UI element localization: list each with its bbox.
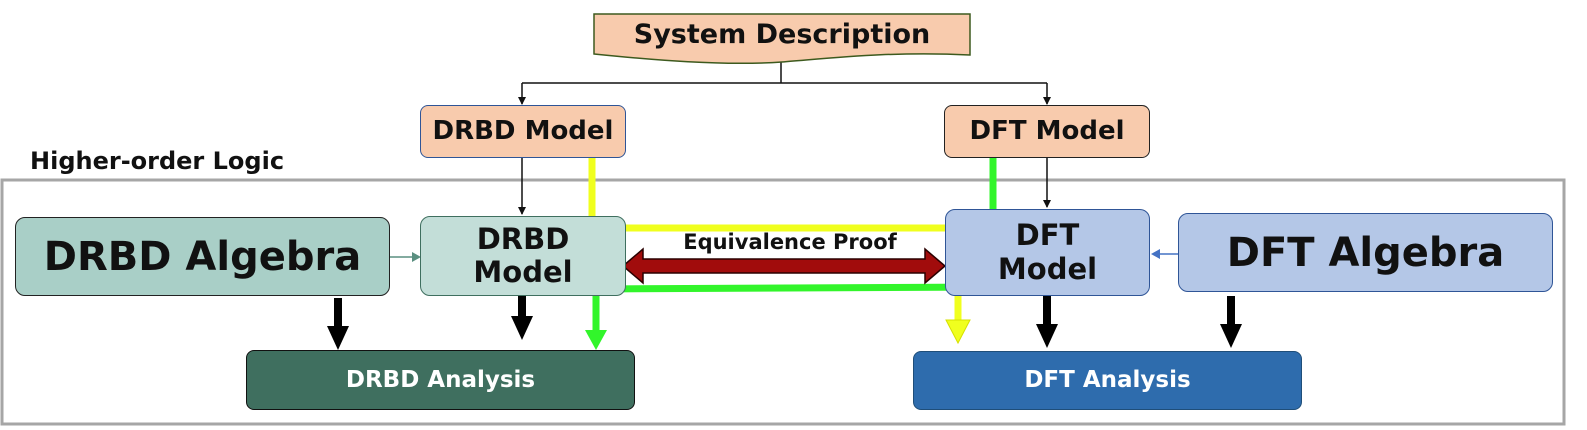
drbd-algebra-to-model-arrow: [390, 252, 421, 262]
higher-order-logic-label: Higher-order Logic: [30, 147, 285, 175]
drbd-model-to-analysis-arrow: [511, 296, 533, 340]
dft-algebra-to-model-arrow: [1151, 249, 1178, 259]
dft-algebra-to-analysis-arrow: [1220, 296, 1242, 348]
drbd-algebra-box: DRBD Algebra: [15, 217, 390, 296]
drbd-model-inner-line2: Model: [473, 255, 573, 289]
document-shape-outline: [593, 13, 971, 65]
higher-order-logic-frame: [0, 178, 1566, 426]
system-description-shape: System Description: [593, 13, 971, 65]
dft-analysis-box: DFT Analysis: [913, 351, 1302, 410]
equivalence-proof-label: Equivalence Proof: [683, 230, 897, 254]
drbd-algebra-to-analysis-arrow: [327, 298, 349, 350]
system-description-branch: [518, 62, 1051, 105]
dft-model-inner-box: DFT Model: [945, 209, 1150, 296]
dft-model-inner-line2: Model: [997, 251, 1098, 286]
system-description-label: System Description: [633, 19, 931, 51]
drbd-analysis-box: DRBD Analysis: [246, 350, 635, 410]
dft-model-inner-line1: DFT: [1015, 218, 1080, 253]
equivalence-double-arrow: [621, 247, 947, 285]
dft-model-to-analysis-arrow: [1036, 296, 1058, 348]
dft-algebra-box: DFT Algebra: [1178, 213, 1553, 292]
drbd-model-inner-box: DRBD Model: [420, 216, 626, 296]
drbd-model-inner-line1: DRBD: [476, 221, 570, 256]
dft-model-top: DFT Model: [944, 105, 1150, 158]
drbd-model-top: DRBD Model: [420, 105, 626, 158]
